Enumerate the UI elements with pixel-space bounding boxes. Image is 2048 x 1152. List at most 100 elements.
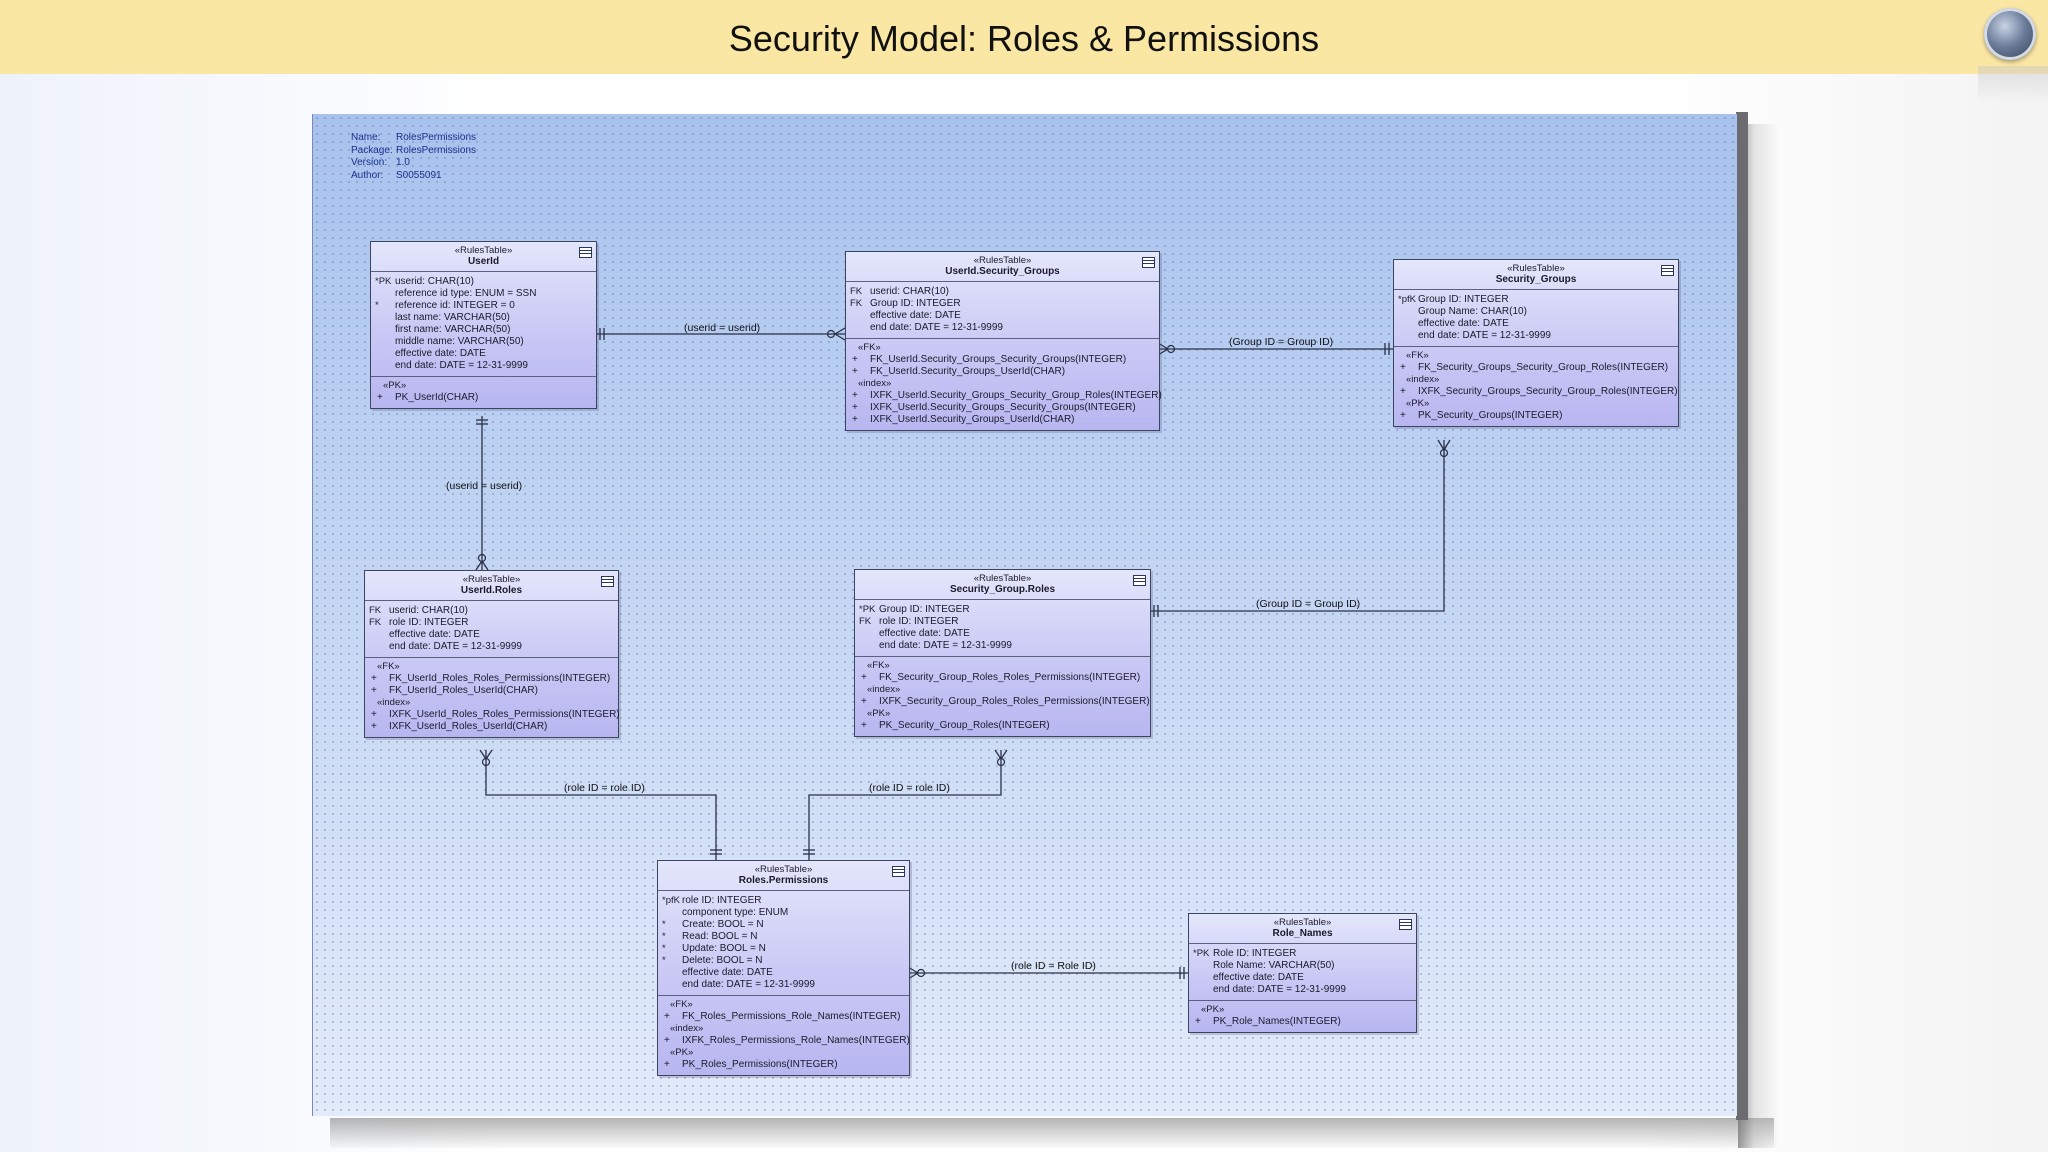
plus-icon: + [861,672,867,683]
entity-stereotype: «RulesTable» [1507,263,1565,274]
constraint-group-label: «index» [858,378,892,389]
attribute-row[interactable]: end date: DATE = 12-31-9999 [369,641,614,653]
relationship-label[interactable]: (userid = userid) [684,322,761,334]
attribute-text: reference id: INTEGER = 0 [395,300,515,311]
entity-header: «RulesTable»UserId [371,242,596,272]
logo-reflection [1978,66,2048,102]
attribute-row[interactable]: end date: DATE = 12-31-9999 [859,640,1146,652]
attribute-row[interactable]: end date: DATE = 12-31-9999 [1398,330,1674,342]
constraint-row[interactable]: +FK_UserId.Security_Groups_Security_Grou… [850,354,1155,366]
attribute-row[interactable]: effective date: DATE [375,348,592,360]
attribute-row[interactable]: *Read: BOOL = N [662,931,905,943]
zero-marker [916,968,926,978]
attribute-text: first name: VARCHAR(50) [395,324,511,335]
attribute-text: Read: BOOL = N [682,931,758,942]
constraint-row[interactable]: +FK_Security_Groups_Security_Group_Roles… [1398,362,1674,374]
constraint-row[interactable]: +FK_UserId_Roles_Roles_Permissions(INTEG… [369,673,614,685]
constraint-row[interactable]: +PK_Security_Groups(INTEGER) [1398,410,1674,422]
attribute-row[interactable]: component type: ENUM [662,907,905,919]
constraint-row[interactable]: +IXFK_UserId.Security_Groups_Security_Gr… [850,390,1162,402]
constraint-text: FK_Security_Group_Roles_Roles_Permission… [879,672,1141,683]
constraint-row[interactable]: +PK_Role_Names(INTEGER) [1193,1016,1412,1028]
constraint-row[interactable]: +IXFK_UserId.Security_Groups_Security_Gr… [850,402,1155,414]
constraint-text: FK_UserId.Security_Groups_UserId(CHAR) [870,366,1066,377]
attribute-key-marker: FK [369,617,382,628]
constraint-row[interactable]: +IXFK_Security_Group_Roles_Roles_Permiss… [859,696,1150,708]
relationship-label[interactable]: (userid = userid) [446,480,523,492]
relationship-label[interactable]: (role ID = Role ID) [1011,960,1096,972]
constraint-row[interactable]: +FK_UserId_Roles_UserId(CHAR) [369,685,614,697]
connector-sgr-rp [808,750,1002,860]
attribute-row[interactable]: middle name: VARCHAR(50) [375,336,592,348]
constraint-row[interactable]: +FK_Roles_Permissions_Role_Names(INTEGER… [662,1011,905,1023]
attribute-row[interactable]: effective date: DATE [850,310,1155,322]
crowfoot-marker [1443,439,1451,451]
constraint-text: FK_UserId_Roles_Roles_Permissions(INTEGE… [389,673,611,684]
entity-stereotype: «RulesTable» [973,573,1032,584]
constraint-row[interactable]: +IXFK_UserId_Roles_UserId(CHAR) [369,721,614,733]
zero-marker [481,757,491,767]
constraint-row[interactable]: +IXFK_UserId_Roles_Roles_Permissions(INT… [369,709,620,721]
attribute-row[interactable]: Role Name: VARCHAR(50) [1193,960,1412,972]
attribute-row[interactable]: end date: DATE = 12-31-9999 [662,979,905,991]
constraint-row[interactable]: +IXFK_UserId.Security_Groups_UserId(CHAR… [850,414,1155,426]
connector-roles-rp [485,750,717,860]
metadata-label: Name: [351,132,381,143]
attribute-text: effective date: DATE [1213,972,1304,983]
zero-marker [996,757,1006,767]
attribute-row[interactable]: last name: VARCHAR(50) [375,312,592,324]
attribute-row[interactable]: effective date: DATE [662,967,905,979]
attribute-row[interactable]: *reference id: INTEGER = 0 [375,300,592,312]
attribute-row[interactable]: end date: DATE = 12-31-9999 [375,360,592,372]
attribute-row[interactable]: effective date: DATE [1193,972,1412,984]
constraint-row[interactable]: +IXFK_Security_Groups_Security_Group_Rol… [1398,386,1678,398]
attribute-row[interactable]: effective date: DATE [859,628,1146,640]
attribute-text: Delete: BOOL = N [682,955,763,966]
attribute-row[interactable]: end date: DATE = 12-31-9999 [1193,984,1412,996]
constraint-row[interactable]: +PK_Security_Group_Roles(INTEGER) [859,720,1146,732]
plus-icon: + [377,392,383,403]
attribute-row[interactable]: effective date: DATE [369,629,614,641]
attribute-row[interactable]: reference id type: ENUM = SSN [375,288,592,300]
relationship-label[interactable]: (role ID = role ID) [869,782,950,794]
relationship-label[interactable]: (role ID = role ID) [564,782,645,794]
entity-constraints: «FK»+FK_Security_Group_Roles_Roles_Permi… [855,657,1150,736]
relationship-label[interactable]: (Group ID = Group ID) [1229,336,1334,348]
attribute-row[interactable]: first name: VARCHAR(50) [375,324,592,336]
constraint-row[interactable]: + FK_Security_Group_Roles_Roles_Permissio… [859,672,1146,684]
attribute-row[interactable]: effective date: DATE [1398,318,1674,330]
table-icon [579,247,592,258]
attribute-row[interactable]: *Update: BOOL = N [662,943,905,955]
relationship-label[interactable]: (Group ID = Group ID) [1256,598,1361,610]
constraint-group-label: «PK» [1406,398,1430,409]
constraint-row[interactable]: +IXFK_Roles_Permissions_Role_Names(INTEG… [662,1035,910,1047]
attribute-row[interactable]: *Create: BOOL = N [662,919,905,931]
attribute-row[interactable]: *Delete: BOOL = N [662,955,905,967]
constraint-row[interactable]: +PK_Roles_Permissions(INTEGER) [662,1059,905,1071]
constraint-row[interactable]: +PK_UserId(CHAR) [375,392,592,404]
constraint-text: PK_Security_Groups(INTEGER) [1418,410,1563,421]
attribute-row[interactable]: end date: DATE = 12-31-9999 [850,322,1155,334]
constraint-row[interactable]: +FK_UserId.Security_Groups_UserId(CHAR) [850,366,1155,378]
attribute-row[interactable]: Group Name: CHAR(10) [1398,306,1674,318]
zero-marker [1166,344,1176,354]
